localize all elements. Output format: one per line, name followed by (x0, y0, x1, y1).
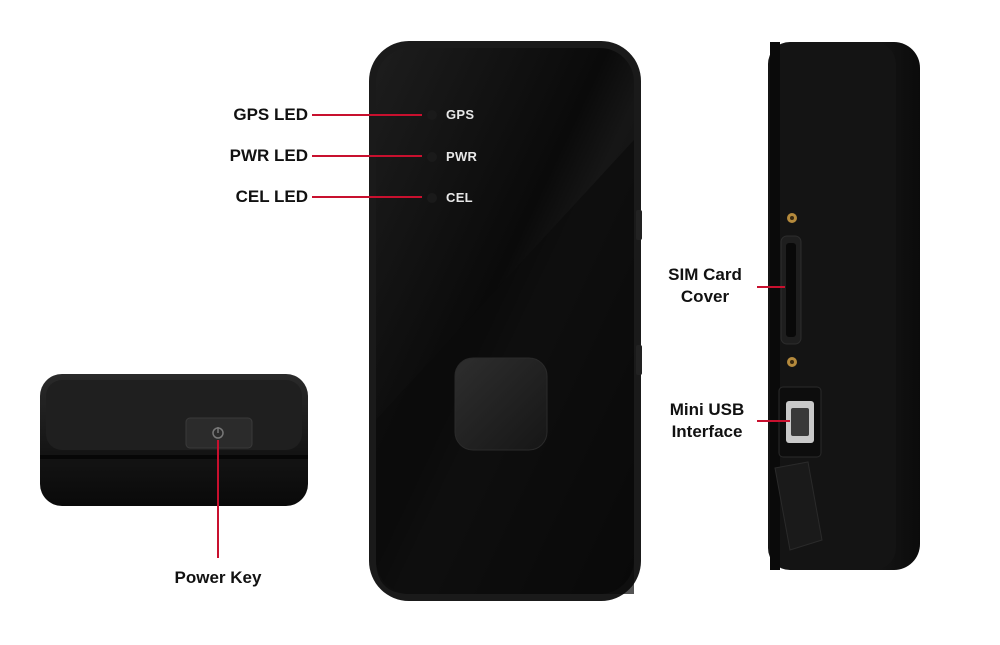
callout-sim-card-cover-line1: SIM Card (668, 265, 742, 284)
gps-led-indicator (427, 110, 437, 120)
callout-cel-led: CEL LED (235, 187, 308, 206)
device-front-view (369, 41, 642, 601)
device-side-view (768, 42, 920, 570)
device-led-pwr: PWR (446, 149, 478, 164)
callout-sim-card-cover-line2: Cover (680, 287, 730, 306)
callout-mini-usb-line2: Interface (671, 422, 743, 441)
device-bottom-view (40, 374, 308, 506)
device-led-gps: GPS (446, 107, 475, 122)
callout-mini-usb: Mini USB Interface (655, 399, 759, 443)
callout-sim-card-cover: SIM Card Cover (655, 264, 755, 308)
callout-power-key: Power Key (174, 568, 262, 587)
cel-led-indicator (427, 193, 437, 203)
callout-pwr-led: PWR LED (229, 146, 308, 165)
leader-lines (217, 114, 790, 558)
callout-gps-led: GPS LED (233, 105, 308, 124)
pwr-led-indicator (427, 152, 437, 162)
usb-dust-flap (774, 461, 823, 551)
front-button (454, 357, 548, 451)
device-led-cel: CEL (446, 190, 473, 205)
callout-mini-usb-line1: Mini USB (669, 400, 745, 419)
